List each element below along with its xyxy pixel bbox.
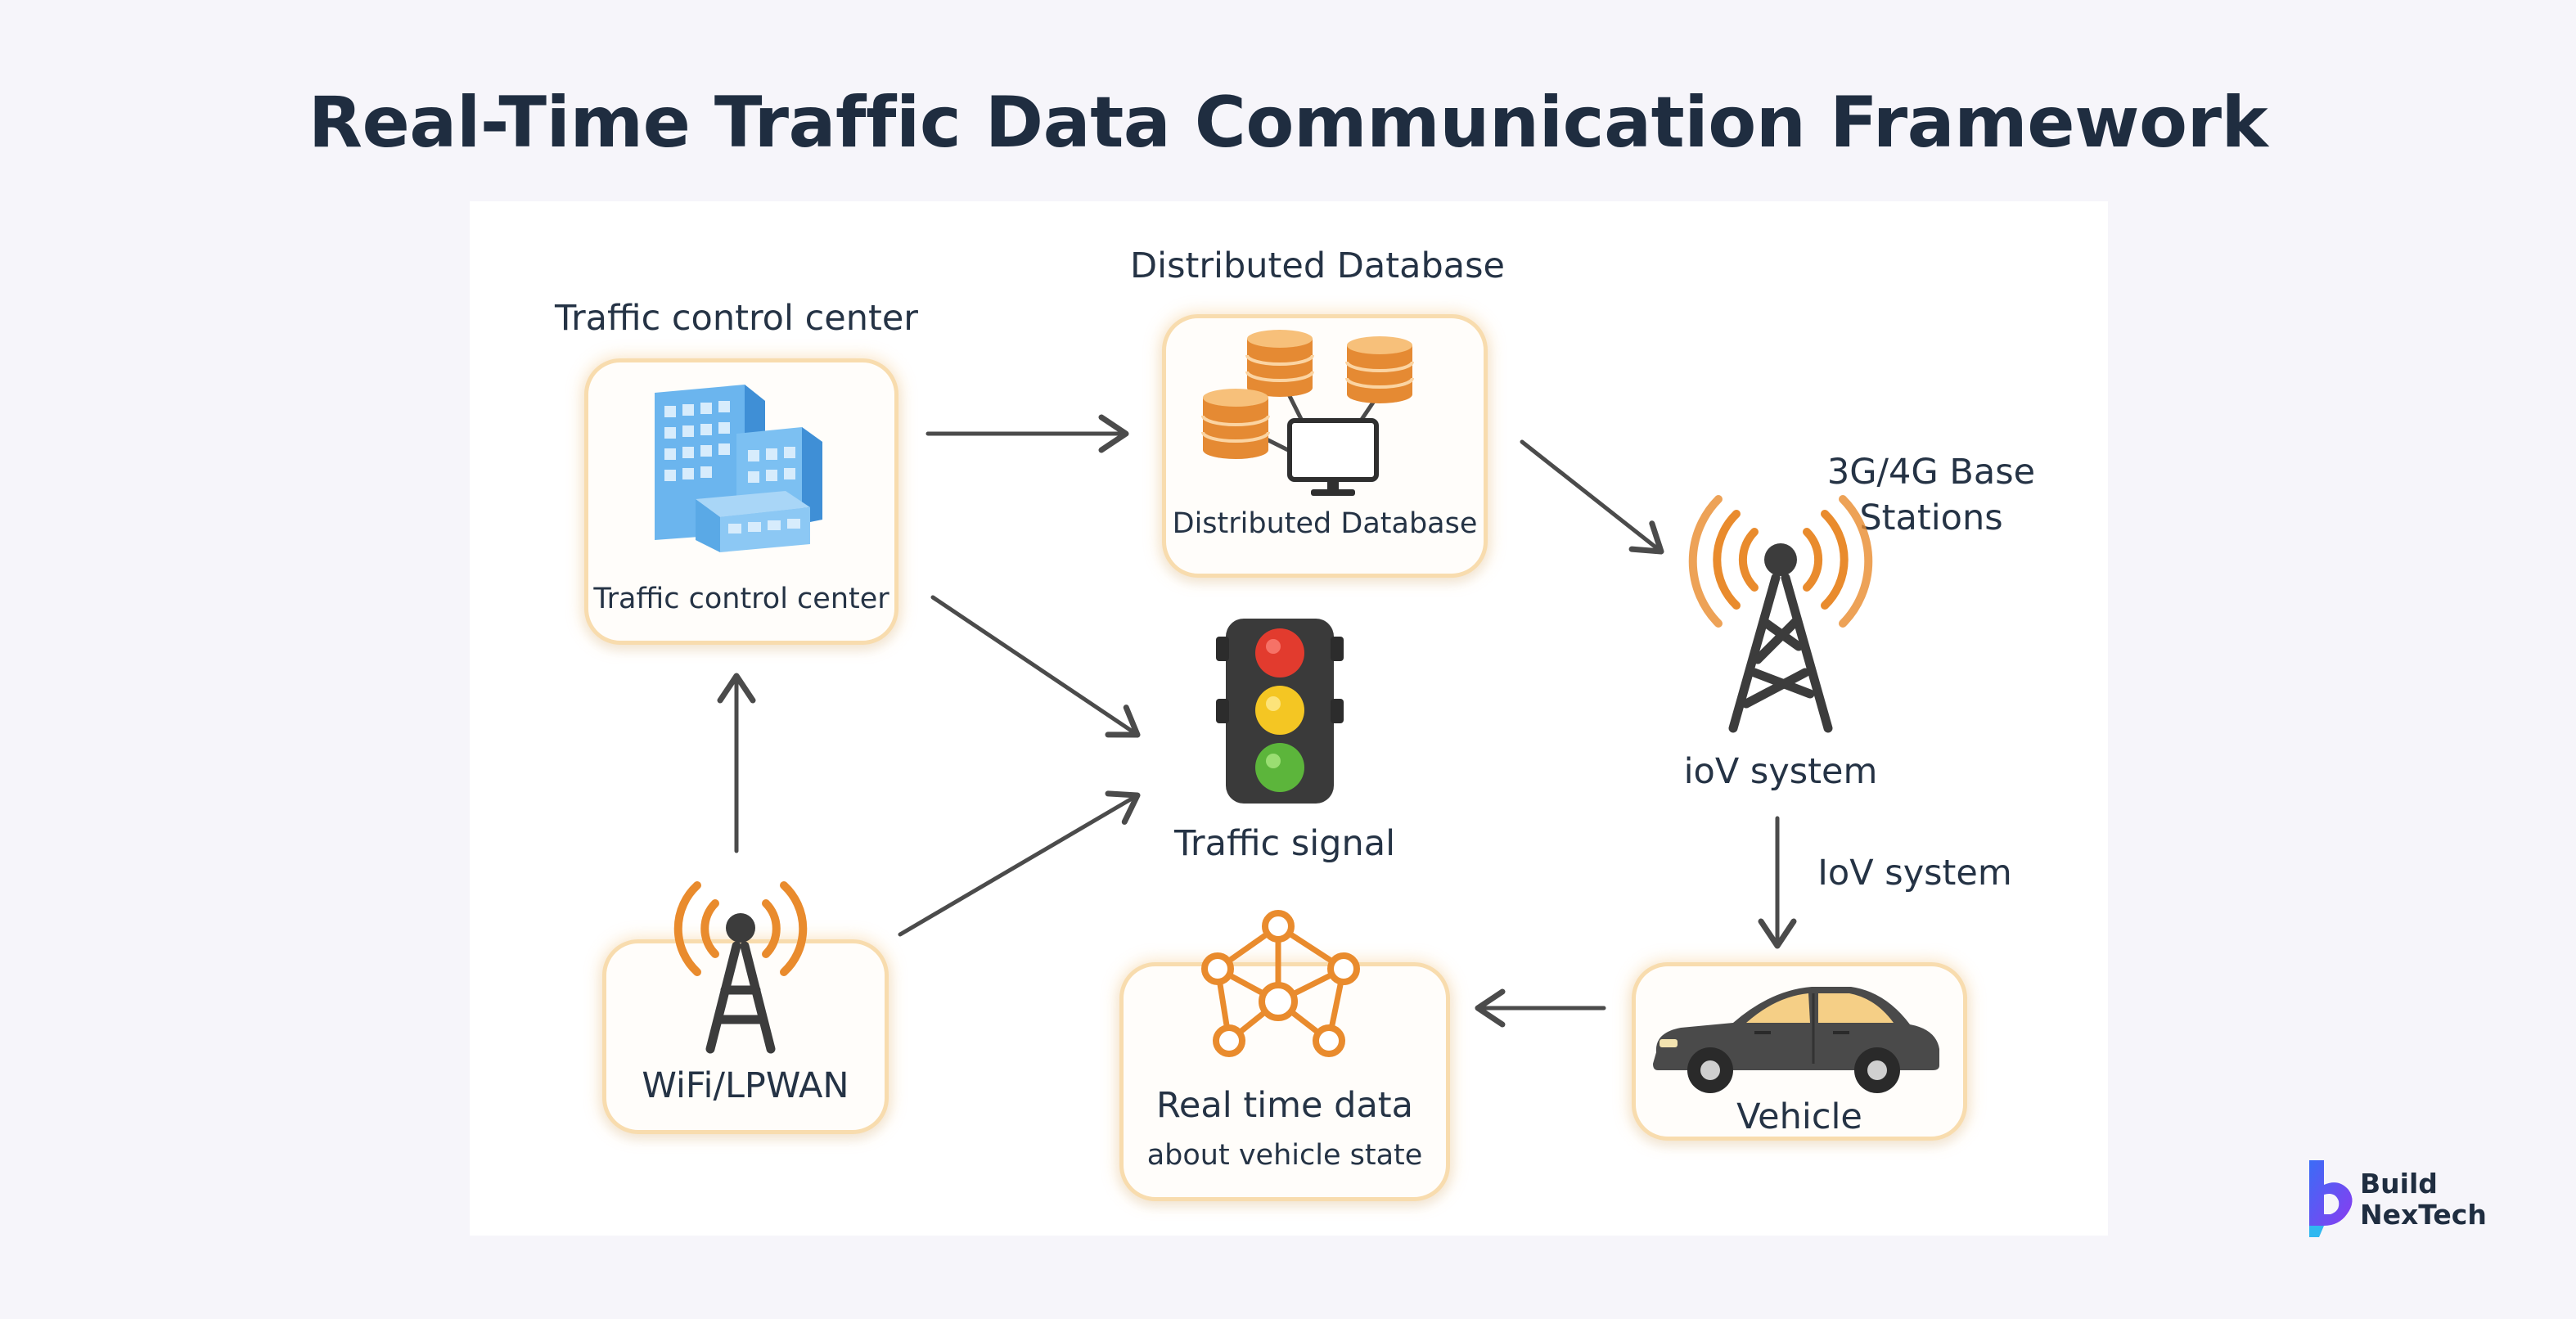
logo-icon [2309, 1160, 2353, 1237]
realtime-card [1119, 962, 1450, 1201]
car-icon [1653, 987, 1939, 1093]
network-icon [1201, 910, 1360, 1057]
database-heading: Distributed Database [1130, 245, 1505, 286]
control-center-heading: Traffic control center [555, 298, 918, 339]
database-icon [1201, 330, 1414, 496]
traffic-light-icon [1216, 619, 1344, 804]
vehicle-caption: Vehicle [1736, 1096, 1862, 1137]
base-station-caption: ioV system [1683, 751, 1878, 792]
page-title: Real-Time Traffic Data Communication Fra… [308, 82, 2268, 164]
wifi-card [602, 939, 889, 1134]
wifi-caption: WiFi/LPWAN [642, 1065, 849, 1106]
traffic-signal-caption: Traffic signal [1173, 823, 1396, 864]
wifi-tower-icon [673, 881, 808, 1054]
base-station-heading-line1: 3G/4G Base [1826, 452, 2036, 493]
control-center-caption: Traffic control center [593, 583, 889, 615]
tower-icon [1688, 495, 1873, 733]
logo-line2: NexTech [2360, 1199, 2487, 1231]
building-icon [655, 385, 822, 552]
base-station-heading-line2: Stations [1859, 497, 2003, 538]
realtime-caption-line1: Real time data [1155, 1085, 1414, 1126]
realtime-caption-line2: about vehicle state [1146, 1139, 1423, 1172]
edge-label-iov: IoV system [1817, 853, 2012, 894]
database-caption: Distributed Database [1172, 507, 1478, 540]
logo-line1: Build [2360, 1168, 2438, 1200]
logo-text: Build NexTech [2360, 1168, 2487, 1231]
